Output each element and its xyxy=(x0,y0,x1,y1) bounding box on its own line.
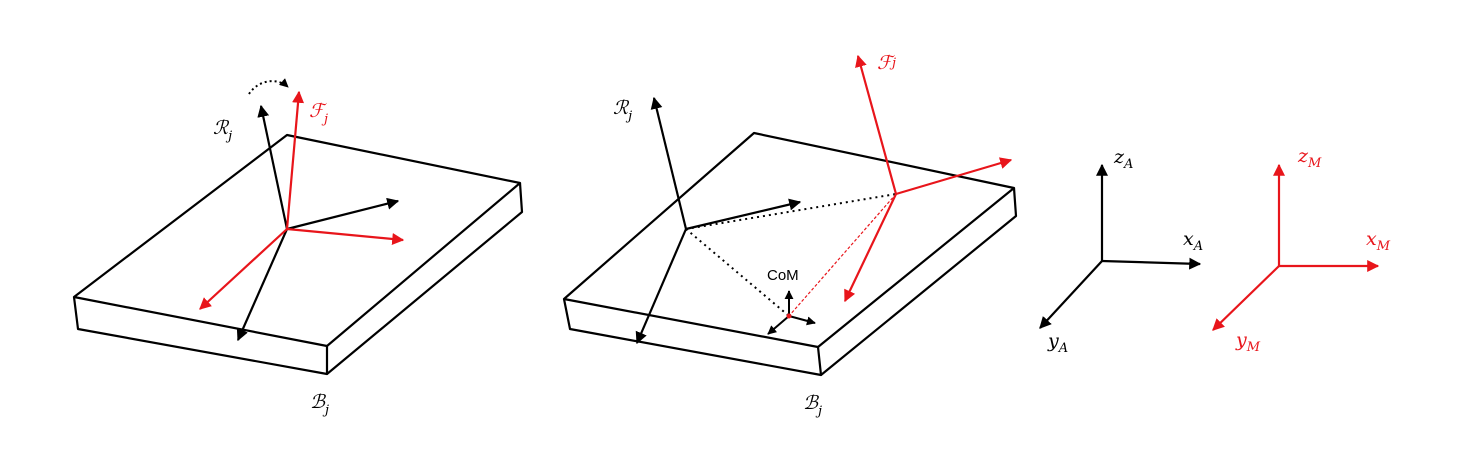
middle-frame-r-axes xyxy=(635,96,802,345)
middle-dotted-links xyxy=(685,193,897,317)
f-to-com-link xyxy=(788,193,897,317)
left-slab-side-face xyxy=(326,182,524,375)
left-f-y-axis xyxy=(199,228,288,310)
left-slab-top-face xyxy=(72,133,522,348)
middle-slab-front-face xyxy=(562,298,823,377)
middle-r-y-axis xyxy=(635,228,688,345)
frame-a-y-axis xyxy=(1039,260,1103,329)
middle-frame-r-label: ℛj xyxy=(613,97,632,124)
com-label: CoM xyxy=(767,267,799,284)
middle-r-z-axis xyxy=(650,96,688,230)
legend-frame-a: zA xA yA xyxy=(1039,146,1203,356)
middle-frame-f-axes xyxy=(844,54,1013,303)
left-r-y-axis xyxy=(236,228,289,342)
left-body-label: ℬj xyxy=(310,391,329,418)
legend-frame-m: zM xM yM xyxy=(1212,145,1391,355)
left-frame-r-axes xyxy=(236,104,400,342)
left-frame-f-axes xyxy=(199,90,405,310)
middle-panel: CoM ℛj ℱj ℬj xyxy=(562,52,1018,419)
middle-f-x-axis xyxy=(895,157,1013,196)
middle-r-x-axis xyxy=(685,198,802,231)
middle-body-slab xyxy=(562,131,1018,377)
middle-slab-side-face xyxy=(820,187,1018,376)
left-f-x-axis xyxy=(286,227,405,245)
com-y-axis xyxy=(767,315,790,335)
left-frame-f-label: ℱj xyxy=(309,100,328,127)
com-frame xyxy=(767,290,816,335)
r-to-com-link xyxy=(685,228,790,317)
frame-m-y-label: yM xyxy=(1235,329,1261,355)
left-slab-front-face xyxy=(72,296,329,376)
middle-f-z-axis xyxy=(855,54,898,195)
rotation-arrow-icon xyxy=(248,78,289,95)
frame-a-z-label: zA xyxy=(1113,146,1133,172)
left-r-x-axis xyxy=(286,197,400,231)
r-to-f-link xyxy=(685,193,897,230)
com-point xyxy=(786,313,792,319)
middle-body-label: ℬj xyxy=(803,392,822,419)
middle-f-y-axis xyxy=(844,193,897,303)
frame-m-z-label: zM xyxy=(1297,145,1322,171)
left-r-z-axis xyxy=(257,104,289,230)
com-x-axis xyxy=(788,315,816,326)
left-panel: ℛj ℱj ℬj xyxy=(72,78,524,418)
frame-m-x-label: xM xyxy=(1366,228,1391,254)
frame-a-x-axis xyxy=(1101,257,1202,270)
left-frame-r-label: ℛj xyxy=(213,117,232,144)
frame-a-x-label: xA xyxy=(1183,228,1203,254)
left-body-slab xyxy=(72,133,524,376)
frame-a-y-label: yA xyxy=(1047,330,1068,356)
middle-frame-f-label: ℱj xyxy=(877,52,896,74)
frame-m-y-axis xyxy=(1212,265,1280,331)
left-f-z-axis xyxy=(285,90,305,230)
